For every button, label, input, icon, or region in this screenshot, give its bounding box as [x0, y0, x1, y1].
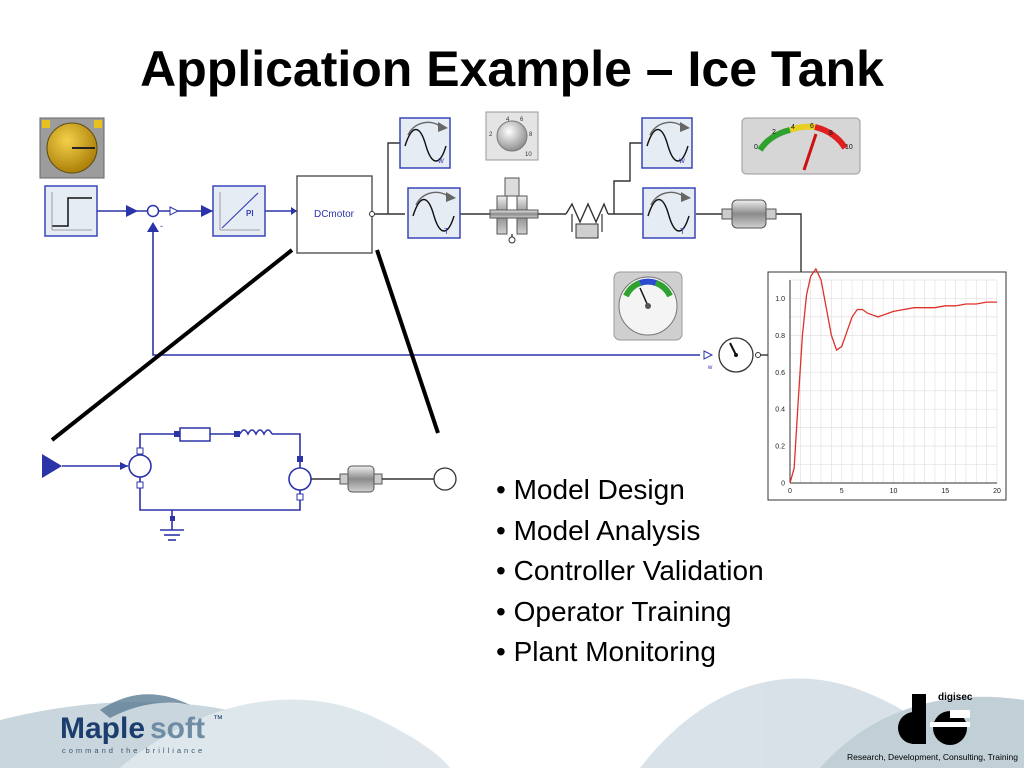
clutch-element[interactable]: [489, 177, 539, 244]
knob-tick-8: 8: [529, 132, 533, 138]
bullet-text: Operator Training: [513, 595, 732, 627]
grey-knob-icon[interactable]: 4 6 2 8 10: [485, 111, 539, 161]
chart-ticks: 0 5 10 15 20 0 0.2 0.4 0.6 0.8 1.0: [775, 296, 1001, 495]
zoom-line-left: [50, 248, 294, 442]
minus-sign: -: [160, 221, 163, 231]
x-tick-label: 15: [941, 488, 949, 495]
sensor-t-label-1: T: [444, 227, 449, 236]
bullet-item: • Model Analysis: [496, 514, 701, 546]
knob-tick-2: 2: [489, 132, 493, 138]
meter-tick-8: 8: [829, 130, 833, 137]
bullet-item: • Operator Training: [496, 595, 732, 627]
maplesoft-logo: Maple soft ™ command the brilliance: [60, 694, 223, 755]
maplesoft-soft-text: soft: [150, 712, 205, 745]
bullet-text: Controller Validation: [513, 555, 764, 586]
digisec-name: digisec: [938, 692, 973, 703]
chart-axes: [789, 280, 997, 484]
meter-tick-6: 6: [810, 123, 814, 130]
speed-sensor-dial[interactable]: w: [707, 337, 761, 373]
gold-knob-icon[interactable]: [39, 117, 105, 179]
digisec-logo: digisec Research, Development, Consultin…: [847, 692, 1018, 762]
chart-grid: [790, 279, 998, 483]
bullet-text: Plant Monitoring: [513, 636, 716, 667]
zoom-line-right: [375, 249, 440, 434]
y-tick-label: 0.6: [775, 370, 785, 377]
knob-tick-10: 10: [525, 152, 532, 158]
pi-controller-block[interactable]: PI: [212, 185, 266, 237]
pi-label: PI: [246, 209, 254, 218]
bullet-item: • Controller Validation: [496, 555, 764, 586]
x-tick-label: 5: [840, 488, 844, 495]
torque-sensor-block-2[interactable]: T: [642, 187, 696, 239]
y-tick-label: 1.0: [775, 296, 785, 303]
bullet-list: • Model Design • Model Analysis • Contro…: [496, 470, 764, 673]
step-source-block[interactable]: [44, 185, 98, 237]
bullet-text: Model Design: [513, 474, 685, 505]
series-line: [789, 267, 997, 484]
bullet-item: • Model Design: [496, 474, 685, 505]
dcmotor-block[interactable]: DCmotor: [296, 175, 375, 254]
meter-tick-10: 10: [845, 144, 853, 151]
knob-tick-4: 4: [506, 117, 510, 123]
meter-tick-2: 2: [772, 129, 776, 136]
speed-sensor-block-2[interactable]: w: [641, 117, 693, 169]
x-tick-label: 10: [890, 488, 898, 495]
x-tick-label: 0: [788, 488, 792, 495]
meter-tick-4: 4: [791, 124, 795, 131]
sensor-t-label-2: T: [680, 227, 685, 236]
meter-tick-0: 0: [754, 144, 758, 151]
torque-sensor-block-1[interactable]: T: [407, 187, 461, 239]
y-tick-label: 0.8: [775, 333, 785, 340]
digisec-tagline: Research, Development, Consulting, Train…: [847, 752, 1018, 762]
sensor-w-label-2: w: [678, 156, 685, 165]
spring-damper-element[interactable]: [565, 202, 609, 239]
knob-tick-6: 6: [520, 117, 524, 123]
signal-wiring: [97, 204, 714, 360]
y-tick-label: 0.2: [775, 444, 785, 451]
speed-sensor-block-1[interactable]: w: [399, 117, 451, 169]
step-response-chart: 0 5 10 15 20 0 0.2 0.4 0.6 0.8 1.0: [767, 267, 1007, 501]
maplesoft-tm: ™: [213, 714, 223, 725]
bullet-item: • Plant Monitoring: [496, 636, 716, 667]
x-tick-label: 20: [993, 488, 1001, 495]
maplesoft-main-text: Maple: [60, 712, 145, 745]
dcmotor-circuit-detail: [42, 427, 457, 541]
round-gauge-icon: [613, 271, 683, 341]
y-tick-label: 0: [781, 481, 785, 488]
maplesoft-tagline: command the brilliance: [62, 746, 205, 755]
bullet-text: Model Analysis: [513, 514, 701, 546]
chart-series: [789, 267, 997, 484]
speed-sensor-label: w: [707, 365, 713, 371]
meter-gauge-top: 0 2 4 6 8 10: [741, 117, 861, 175]
inertia-cylinder-top[interactable]: [721, 199, 777, 229]
slide-title: Application Example – Ice Tank: [140, 41, 884, 97]
mechanical-wiring: [375, 142, 802, 356]
y-tick-label: 0.4: [775, 407, 785, 414]
dcmotor-label: DCmotor: [314, 209, 355, 220]
background-swoosh: [0, 678, 1024, 768]
sensor-w-label-1: w: [437, 156, 444, 165]
